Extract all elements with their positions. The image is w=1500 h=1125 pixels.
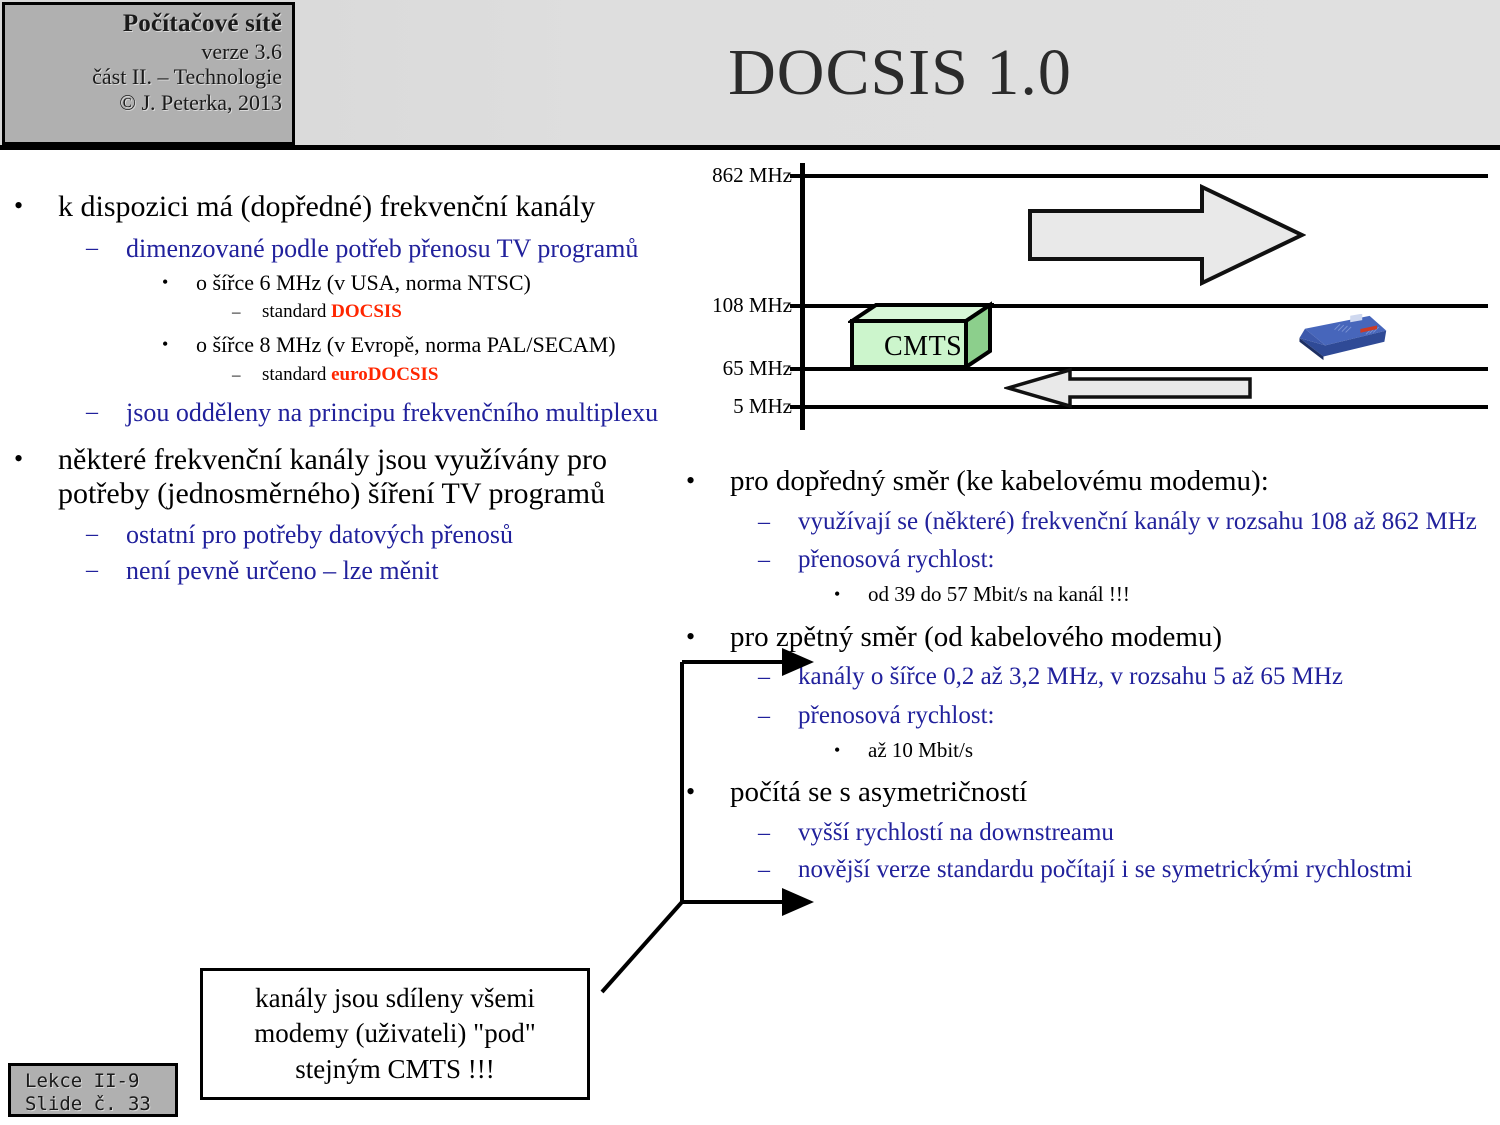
bullet-item: – standard euroDOCSIS [232,364,664,386]
bullet-item: • až 10 Mbit/s [834,737,1486,763]
bullet-item: • pro zpětný směr (od kabelového modemu) [686,621,1486,654]
bullet-marker: – [758,856,770,883]
bullet-item: – přenosová rychlost: [758,546,1486,575]
bullet-text: dimenzované podle potřeb přenosu TV prog… [126,233,639,263]
bullet-item: • k dispozici má (dopředné) frekvenční ka… [14,190,664,224]
bullet-item: • od 39 do 57 Mbit/s na kanál !!! [834,583,1486,607]
bullet-marker: – [86,556,98,583]
bullet-text: pro zpětný směr (od kabelového modemu) [730,620,1223,653]
bullet-text: kanály o šířce 0,2 až 3,2 MHz, v rozsahu… [798,663,1343,691]
bullet-marker: • [686,621,696,651]
bullet-marker: • [14,444,24,474]
band-line-5 [802,405,1488,409]
bullet-text: není pevně určeno – lze měnit [126,555,439,585]
bullet-text: od 39 do 57 Mbit/s na kanál !!! [868,582,1130,607]
band-line-65 [802,367,1488,371]
bullet-text: využívají se (některé) frekvenční kanály… [798,507,1477,535]
bullet-marker: • [686,466,696,495]
bullet-item: – přenosová rychlost: [758,702,1486,731]
bullet-marker: • [162,334,169,355]
upstream-arrow-icon [1004,367,1252,409]
right-bullet-list: • pro dopředný směr (ke kabelovému modemu… [686,465,1486,886]
bullet-marker: – [758,547,770,574]
bullet-item: – dimenzované podle potřeb přenosu TV pro… [86,234,664,263]
bullet-item: • pro dopředný směr (ke kabelovému modemu… [686,465,1486,498]
bullet-marker: • [834,739,841,760]
cmts-device-box [848,301,994,371]
downstream-arrow-icon [1028,183,1306,287]
bullet-text: novější verze standardu počítají i se sy… [798,855,1413,883]
axis-label-5: 5 MHz [733,394,792,418]
bullet-text: přenosová rychlost: [798,701,995,729]
bullet-text: pro dopředný směr (ke kabelovému modemu)… [730,465,1269,497]
left-bullet-list: • k dispozici má (dopředné) frekvenční ka… [14,190,664,587]
slide-number: Slide č. 33 [25,1093,151,1116]
bullet-keyword: euroDOCSIS [331,364,439,386]
bullet-text: počítá se s asymetričností [730,776,1028,809]
bullet-text: o šířce 6 MHz (v USA, norma NTSC) [196,269,531,295]
cmts-label: CMTS [884,331,963,362]
bullet-item: – ostatní pro potřeby datových přenosů [86,520,664,549]
band-line-862 [802,174,1488,178]
bullet-text: standard euroDOCSIS [262,364,439,386]
bullet-marker: – [758,664,770,691]
bullet-text: ostatní pro potřeby datových přenosů [126,520,514,550]
bullet-item: – novější verze standardu počítají i se s… [758,856,1486,885]
bullet-marker: • [14,191,24,220]
bullet-item: • některé frekvenční kanály jsou využíván… [14,443,664,510]
course-info-block: Počítačové sítě verze 3.6 část II. – Tec… [2,2,295,145]
bullet-marker: • [162,271,169,292]
bullet-marker: • [686,777,696,807]
bullet-text: jsou odděleny na principu frekvenčního m… [126,398,659,428]
frequency-axis-line [800,163,805,430]
bullet-item: – vyšší rychlostí na downstreamu [758,819,1486,848]
bullet-marker: – [86,399,98,426]
bullet-text: standard DOCSIS [262,301,402,323]
axis-label-108: 108 MHz [712,293,792,317]
bullet-marker: – [758,508,770,535]
axis-tick-65 [790,367,804,371]
course-version: verze 3.6 [201,38,282,64]
bullet-keyword: DOCSIS [331,301,402,323]
bullet-text: některé frekvenční kanály jsou využívány… [58,443,607,510]
slide-header: Počítačové sítě verze 3.6 část II. – Tec… [0,0,1500,150]
bullet-item: • o šířce 6 MHz (v USA, norma NTSC) [162,269,664,296]
callout-text: kanály jsou sdíleny všemi modemy (uživat… [254,983,536,1084]
bullet-marker: – [86,234,98,261]
axis-tick-108 [790,304,804,308]
callout-box: kanály jsou sdíleny všemi modemy (uživat… [200,968,590,1100]
course-part: část II. – Technologie [92,64,282,90]
course-title: Počítačové sítě [122,10,282,37]
bullet-item: – kanály o šířce 0,2 až 3,2 MHz, v rozsah… [758,663,1486,692]
bullet-text: přenosová rychlost: [798,546,995,574]
page-title: DOCSIS 1.0 [728,35,1072,109]
lecture-number: Lekce II-9 [25,1070,140,1092]
bullet-marker: – [86,521,98,548]
frequency-spectrum-diagram: 862 MHz 108 MHz 65 MHz 5 MHz CMTS [680,155,1490,430]
callout-connector-lines [600,648,814,994]
bullet-text: o šířce 8 MHz (v Evropě, norma PAL/SECAM… [196,332,616,358]
bullet-marker: • [834,584,841,605]
bullet-text: až 10 Mbit/s [868,737,973,762]
axis-tick-862 [790,174,804,178]
bullet-text: k dispozici má (dopředné) frekvenční kan… [58,190,596,223]
band-line-108 [802,304,1488,308]
bullet-marker: – [232,365,241,385]
bullet-item: – využívají se (některé) frekvenční kanál… [758,508,1486,537]
course-copyright: © J. Peterka, 2013 [119,90,282,116]
axis-label-65: 65 MHz [722,356,792,380]
bullet-text: vyšší rychlostí na downstreamu [798,818,1114,846]
slide-footer: Lekce II-9 Slide č. 33 [8,1063,178,1117]
bullet-item: • počítá se s asymetričností [686,776,1486,809]
bullet-marker: – [758,702,770,729]
bullet-item: • o šířce 8 MHz (v Evropě, norma PAL/SECA… [162,333,664,358]
bullet-item: – standard DOCSIS [232,301,664,323]
cable-modem-icon [1299,314,1387,361]
bullet-item: – není pevně určeno – lze měnit [86,556,664,585]
axis-label-862: 862 MHz [712,163,792,187]
bullet-item: – jsou odděleny na principu frekvenčního … [86,398,664,427]
axis-tick-5 [790,405,804,409]
bullet-marker: – [758,819,770,846]
bullet-marker: – [232,302,241,322]
